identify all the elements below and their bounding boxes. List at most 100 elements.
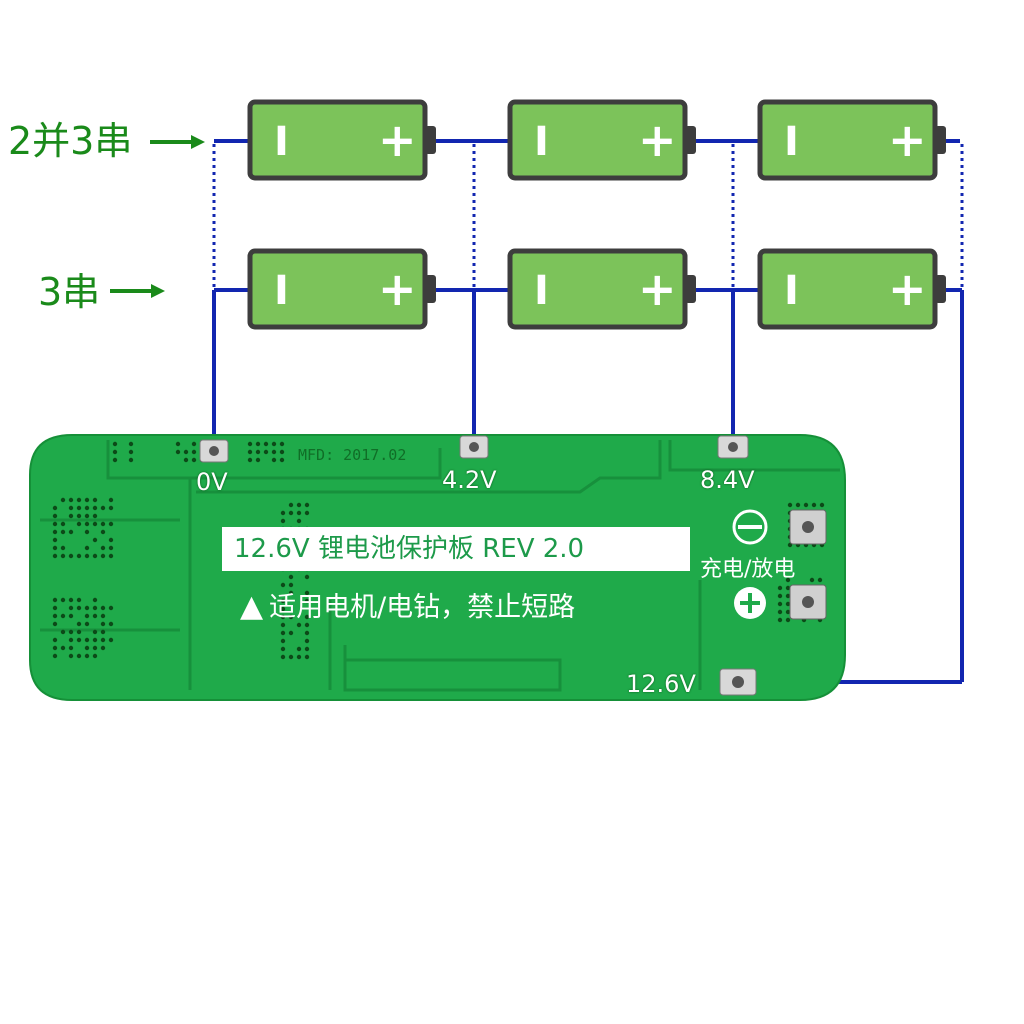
via-dot [820,503,824,507]
via-dot [69,530,73,534]
via-dot [69,514,73,518]
via-dot [281,647,285,651]
via-dot [297,647,301,651]
via-dot [93,646,97,650]
via-dot [93,606,97,610]
via-dot [109,506,113,510]
pad-negative [790,510,826,544]
via-dot [281,639,285,643]
via-dot [101,554,105,558]
via-dot [796,503,800,507]
via-dot [305,647,309,651]
via-dot [53,606,57,610]
via-dot [53,646,57,650]
via-dot [101,530,105,534]
via-dot [69,646,73,650]
via-dot [305,631,309,635]
board-title: 12.6V 锂电池保护板 REV 2.0 [222,527,690,571]
via-dot [77,498,81,502]
via-dot [77,514,81,518]
via-dot [77,622,81,626]
via-dot [69,638,73,642]
via-dot [61,614,65,618]
via-dot [192,458,196,462]
via-dot [53,546,57,550]
via-dot [129,458,133,462]
via-dot [281,631,285,635]
via-dot [61,646,65,650]
via-dot [93,538,97,542]
via-dot [297,511,301,515]
pad-4v2 [460,436,488,458]
via-dot [192,450,196,454]
via-dot [85,498,89,502]
via-dot [184,450,188,454]
pad-0v [200,440,228,462]
via-dot [305,575,309,579]
pin-label-8v4: 8.4V [700,468,755,492]
via-dot [176,442,180,446]
via-dot [248,458,252,462]
via-dot [778,602,782,606]
via-dot [69,498,73,502]
via-dot [85,622,89,626]
via-dot [77,638,81,642]
pin-label-0v: 0V [196,470,228,494]
via-dot [93,506,97,510]
via-dot [85,530,89,534]
via-dot [61,530,65,534]
via-dot [61,522,65,526]
via-dot [248,450,252,454]
via-dot [113,450,117,454]
via-dot [53,506,57,510]
via-dot [93,630,97,634]
via-dot [176,450,180,454]
via-dot [85,646,89,650]
via-dot [248,442,252,446]
via-dot [69,506,73,510]
via-dot [305,503,309,507]
via-dot [93,598,97,602]
via-dot [109,638,113,642]
via-dot [818,578,822,582]
via-dot [77,554,81,558]
via-dot [289,655,293,659]
via-dot [61,598,65,602]
via-dot [53,638,57,642]
via-dot [305,655,309,659]
via-dot [297,655,301,659]
via-dot [85,514,89,518]
via-dot [297,503,301,507]
via-dot [69,606,73,610]
pin-label-4v2: 4.2V [442,468,497,492]
via-dot [184,458,188,462]
via-dot [109,606,113,610]
via-dot [93,614,97,618]
via-dot [778,610,782,614]
via-dot [109,522,113,526]
via-dot [272,450,276,454]
charge-discharge-label: 充电/放电 [700,551,795,583]
via-dot [281,583,285,587]
via-dot [812,503,816,507]
via-dot [272,442,276,446]
via-dot [289,583,293,587]
via-dot [786,618,790,622]
via-dot [101,606,105,610]
via-dot [280,442,284,446]
via-dot [305,639,309,643]
via-dot [281,655,285,659]
via-dot [93,514,97,518]
via-dot [85,606,89,610]
via-dot [85,654,89,658]
via-dot [264,450,268,454]
via-dot [192,442,196,446]
via-dot [77,522,81,526]
via-dot [778,618,782,622]
via-dot [113,442,117,446]
via-dot [61,546,65,550]
warning-icon: ▲ [240,589,263,624]
via-dot [53,614,57,618]
via-dot [113,458,117,462]
via-dot [53,554,57,558]
